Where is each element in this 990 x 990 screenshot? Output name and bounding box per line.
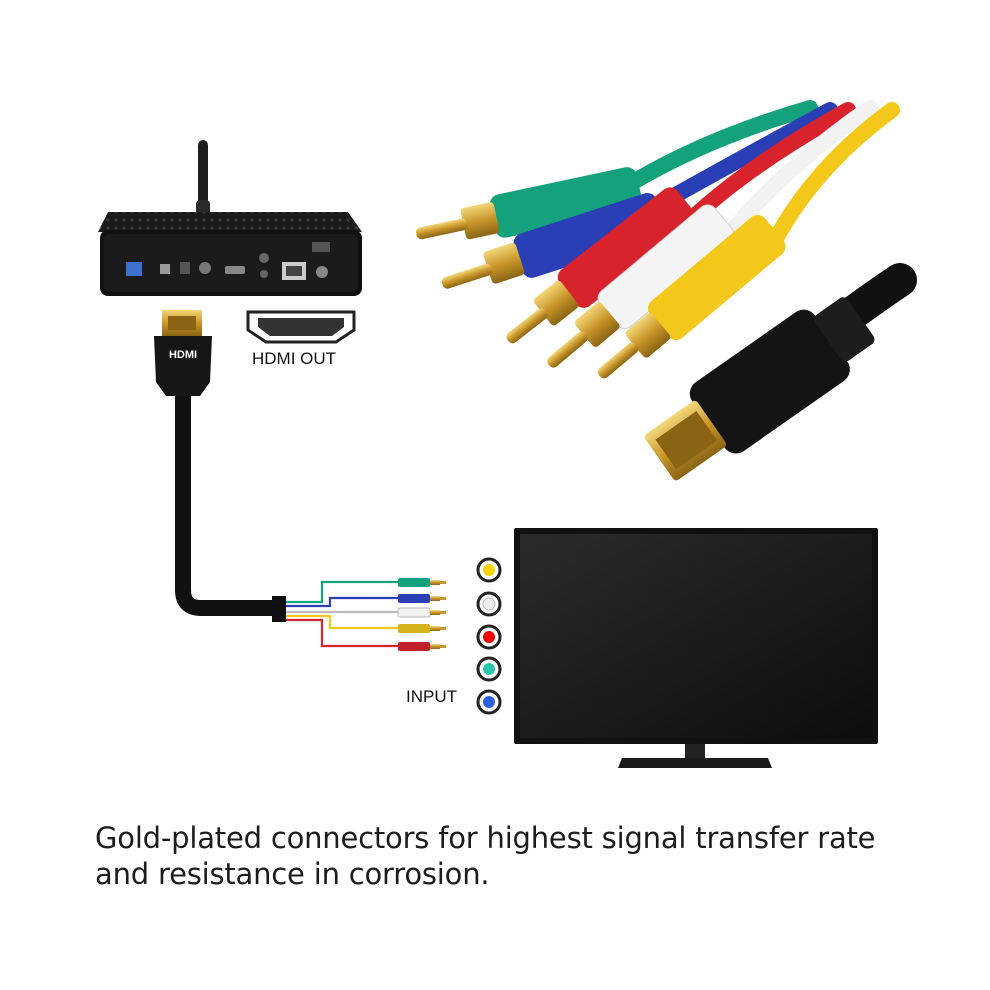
rca-cable-bundle xyxy=(416,100,900,379)
hdmi-plug-left: HDMI xyxy=(154,310,212,396)
blue-rca-plug xyxy=(441,192,666,289)
yellow-jack-icon xyxy=(476,557,502,583)
green-rca-plug xyxy=(416,167,643,240)
media-player-box xyxy=(98,140,362,296)
small-rca-plugs xyxy=(397,578,446,651)
caption-line-2: and resistance in corrosion. xyxy=(95,857,490,891)
red-jack-icon xyxy=(476,624,502,650)
hdmi-logo: HDMI xyxy=(169,349,197,361)
blue-jack-icon xyxy=(476,689,502,715)
caption: Gold-plated connectors for highest signa… xyxy=(95,820,955,892)
caption-line-1: Gold-plated connectors for highest signa… xyxy=(95,821,876,855)
component-wires xyxy=(286,580,398,648)
yellow-rca-plug xyxy=(597,214,786,379)
hdmi-out-label: HDMI OUT xyxy=(252,349,336,368)
television xyxy=(514,528,878,768)
white-jack-icon xyxy=(476,591,502,617)
green-jack-icon xyxy=(476,656,502,682)
box-rear-ports xyxy=(126,242,330,280)
cable-splitter xyxy=(272,596,286,622)
input-jacks xyxy=(476,557,502,715)
hdmi-cable xyxy=(175,396,276,616)
hdmi-plug-large xyxy=(644,263,917,481)
input-label: INPUT xyxy=(406,687,457,706)
hdmi-port-icon xyxy=(246,310,356,344)
red-rca-plug xyxy=(506,187,697,344)
